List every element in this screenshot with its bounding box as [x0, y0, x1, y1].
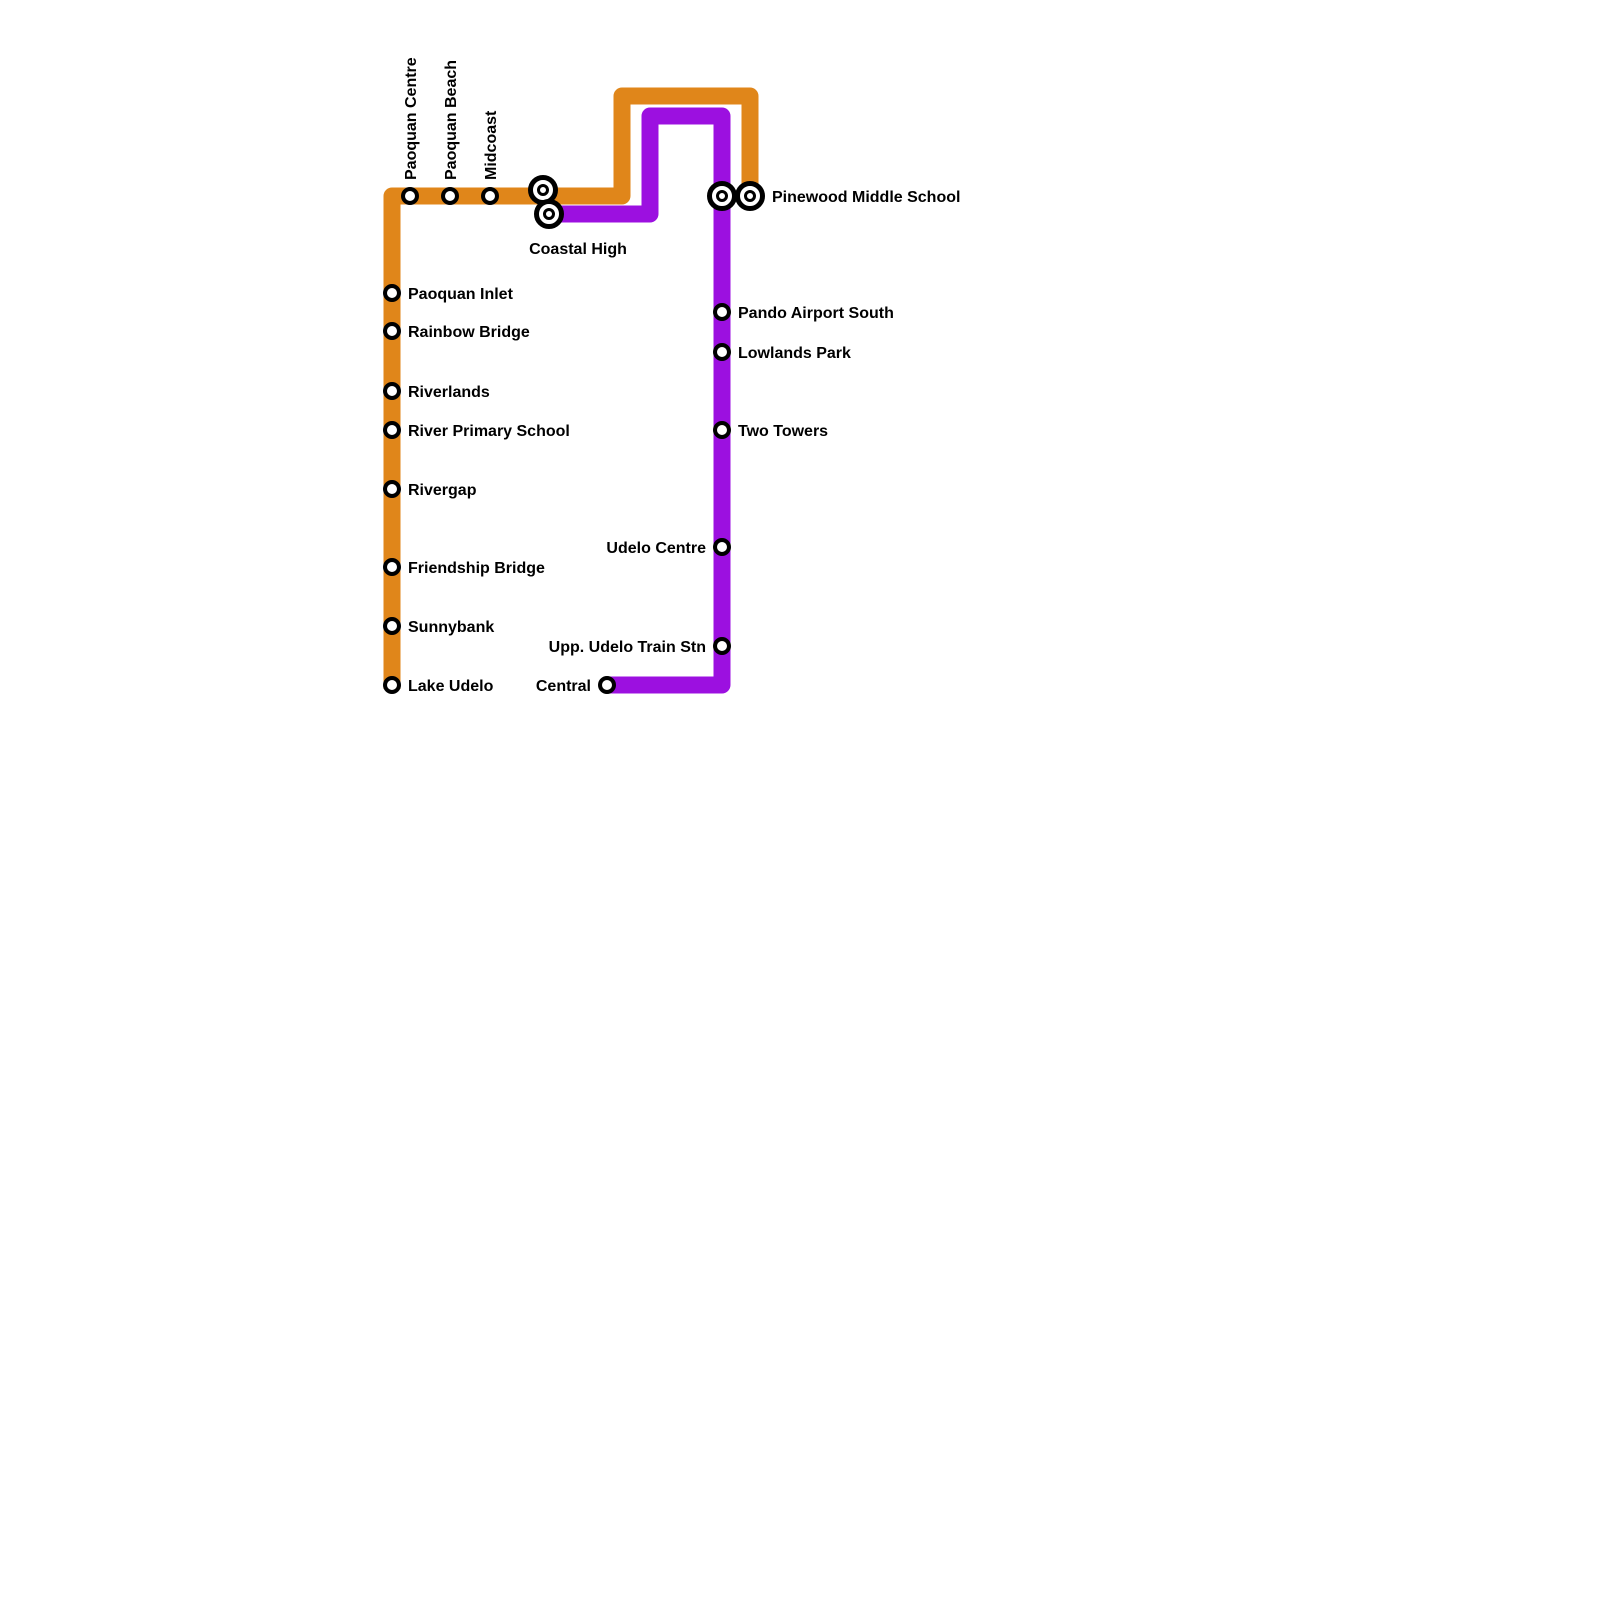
station-label: Sunnybank: [408, 619, 494, 636]
station-marker: [481, 187, 499, 205]
interchange-marker-inner: [537, 184, 549, 196]
station-marker: [713, 637, 731, 655]
station-label: Pinewood Middle School: [772, 189, 960, 206]
station-label: Upp. Udelo Train Stn: [549, 639, 706, 656]
route-line-purple: [545, 107, 731, 694]
station-marker: [401, 187, 419, 205]
interchange-marker-inner: [716, 190, 728, 202]
station-label: Lake Udelo: [408, 678, 494, 695]
station-marker: [713, 421, 731, 439]
station-label: River Primary School: [408, 423, 570, 440]
station-marker: [383, 382, 401, 400]
station-label: Lowlands Park: [738, 345, 851, 362]
station-label: Paoquan Inlet: [408, 286, 514, 303]
station-marker: [713, 303, 731, 321]
station-label: Paoquan Centre: [403, 57, 420, 180]
station-label: Two Towers: [738, 423, 828, 440]
station-label: Riverlands: [408, 384, 490, 401]
interchange-marker-inner: [744, 190, 756, 202]
station-marker: [383, 284, 401, 302]
interchange-marker-inner: [543, 208, 555, 220]
station-marker: [598, 676, 616, 694]
station-marker: [713, 538, 731, 556]
route-line-orange: [383, 87, 759, 689]
station-marker: [383, 617, 401, 635]
station-label: Pando Airport South: [738, 305, 894, 322]
station-label: Coastal High: [529, 241, 627, 258]
station-label: Central: [536, 678, 591, 695]
station-label: Rivergap: [408, 482, 477, 499]
station-label: Paoquan Beach: [443, 60, 460, 180]
station-label: Friendship Bridge: [408, 560, 545, 577]
station-label: Rainbow Bridge: [408, 324, 530, 341]
station-marker: [383, 322, 401, 340]
station-marker: [383, 421, 401, 439]
station-marker: [441, 187, 459, 205]
station-label: Udelo Centre: [606, 540, 706, 557]
station-label: Midcoast: [483, 110, 500, 180]
station-marker: [383, 558, 401, 576]
station-marker: [383, 676, 401, 694]
station-marker: [713, 343, 731, 361]
station-marker: [383, 480, 401, 498]
